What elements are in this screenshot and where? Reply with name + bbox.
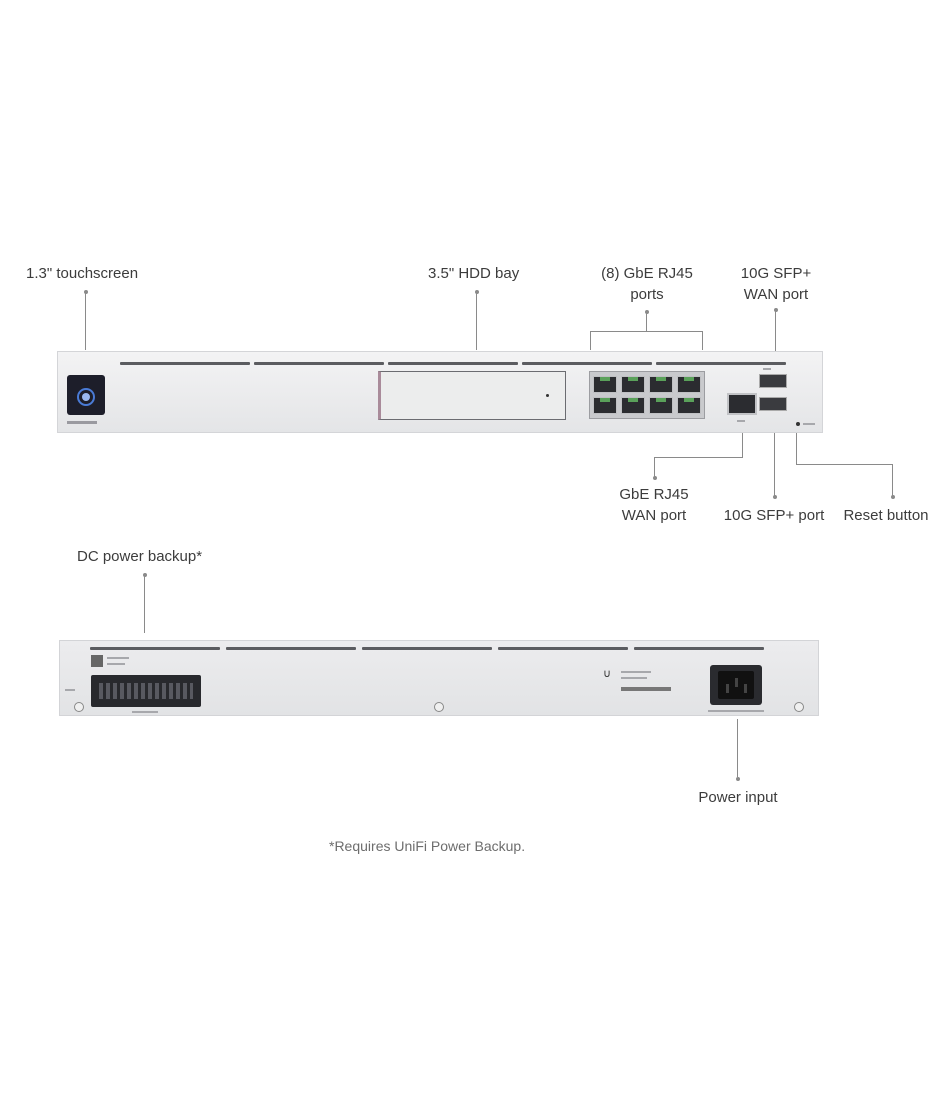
- gbe-ports-leader-dot: [645, 310, 649, 314]
- reset-leader-drop: [892, 464, 893, 496]
- sfp-wan-icon: [763, 368, 771, 370]
- ubiquiti-logo-icon: ∪: [603, 668, 612, 680]
- reset-button[interactable]: [796, 422, 800, 426]
- rj45-port[interactable]: [621, 376, 645, 393]
- rj45-port[interactable]: [621, 397, 645, 414]
- screw-icon: [794, 702, 804, 712]
- rear-vent: [226, 647, 356, 650]
- gbe-ports-bracket: [590, 331, 703, 332]
- gbe-wan-label-line1: GbE RJ45: [619, 486, 689, 503]
- sfp-port-label: 10G SFP+ port: [723, 507, 825, 524]
- dc-power-backup-label: DC power backup*: [77, 548, 203, 565]
- qr-code-icon: [91, 655, 103, 667]
- hdd-bay[interactable]: [378, 371, 566, 420]
- gbe-wan-leader-horizontal: [654, 457, 743, 458]
- socket-pin: [735, 678, 738, 687]
- dc-power-backup-connector[interactable]: [91, 675, 201, 707]
- serial-marking: [107, 657, 129, 659]
- label-marking: [621, 671, 651, 673]
- rear-vent: [634, 647, 764, 650]
- screw-icon: [74, 702, 84, 712]
- sfp-wan-label-line2: WAN port: [743, 286, 809, 303]
- gbe-wan-port[interactable]: [727, 393, 757, 415]
- sfp-port-leader: [774, 433, 775, 496]
- model-marking: [67, 421, 97, 424]
- gbe-ports-leader-stem: [646, 312, 647, 331]
- rj45-port[interactable]: [677, 376, 701, 393]
- power-input-socket[interactable]: [710, 665, 762, 705]
- sfp-port[interactable]: [759, 397, 787, 411]
- wan-port-icon: [737, 420, 745, 422]
- footnote: *Requires UniFi Power Backup.: [329, 838, 526, 854]
- power-input-leader: [737, 719, 738, 777]
- sfp-wan-leader: [775, 310, 776, 372]
- reset-button-label: Reset button: [843, 507, 929, 524]
- rj45-port[interactable]: [593, 376, 617, 393]
- touchscreen-label: 1.3" touchscreen: [26, 265, 139, 282]
- rj45-port[interactable]: [593, 397, 617, 414]
- rear-vent: [90, 647, 220, 650]
- rear-vent: [498, 647, 628, 650]
- reset-leader-horizontal: [796, 464, 893, 465]
- ground-marking: [65, 689, 75, 691]
- sfp-wan-leader-dot: [774, 308, 778, 312]
- touchscreen-leader-dot: [84, 290, 88, 294]
- rear-vent: [362, 647, 492, 650]
- sfp-port-leader-dot: [773, 495, 777, 499]
- front-vent: [656, 362, 786, 365]
- serial-marking: [107, 663, 125, 665]
- screw-icon: [434, 702, 444, 712]
- touchscreen-ring-icon: [77, 388, 95, 406]
- hdd-bay-leader: [476, 292, 477, 350]
- hdd-bay-led: [546, 394, 549, 397]
- iec-socket: [718, 671, 754, 699]
- front-vent: [120, 362, 250, 365]
- touchscreen-core-icon: [82, 393, 90, 401]
- front-vent: [522, 362, 652, 365]
- socket-pin: [726, 684, 729, 693]
- gbe-ports-bracket-right: [702, 331, 703, 350]
- front-vent: [254, 362, 384, 365]
- dc-power-leader-dot: [143, 573, 147, 577]
- rj45-port[interactable]: [649, 397, 673, 414]
- gbe-wan-leader-stem: [742, 433, 743, 457]
- touchscreen-leader: [85, 292, 86, 350]
- touchscreen[interactable]: [67, 375, 105, 415]
- power-rating-marking: [708, 710, 764, 712]
- gbe-wan-leader-drop: [654, 457, 655, 477]
- power-input-label: Power input: [698, 789, 778, 806]
- hdd-bay-leader-dot: [475, 290, 479, 294]
- dc-connector-marking: [132, 711, 158, 713]
- dc-connector-pins: [99, 683, 193, 699]
- rj45-port[interactable]: [677, 397, 701, 414]
- gbe-wan-leader-dot: [653, 476, 657, 480]
- rear-panel: ∪: [59, 640, 819, 716]
- gbe-port-block: [589, 371, 705, 419]
- front-vent: [388, 362, 518, 365]
- reset-leader-dot: [891, 495, 895, 499]
- gbe-wan-label-line2: WAN port: [621, 507, 687, 524]
- hdd-bay-label: 3.5" HDD bay: [428, 265, 520, 282]
- reset-leader-stem: [796, 433, 797, 464]
- gbe-ports-label-line1: (8) GbE RJ45: [601, 265, 693, 282]
- label-marking: [621, 677, 647, 679]
- power-input-leader-dot: [736, 777, 740, 781]
- socket-pin: [744, 684, 747, 693]
- certification-marks-icon: [621, 687, 671, 691]
- gbe-ports-label-line2: ports: [630, 286, 664, 303]
- rj45-port[interactable]: [649, 376, 673, 393]
- sfp-wan-port[interactable]: [759, 374, 787, 388]
- front-panel: [57, 351, 823, 433]
- dc-power-leader: [144, 575, 145, 633]
- sfp-wan-label-line1: 10G SFP+: [740, 265, 812, 282]
- gbe-ports-bracket-left: [590, 331, 591, 350]
- reset-marking: [803, 423, 815, 425]
